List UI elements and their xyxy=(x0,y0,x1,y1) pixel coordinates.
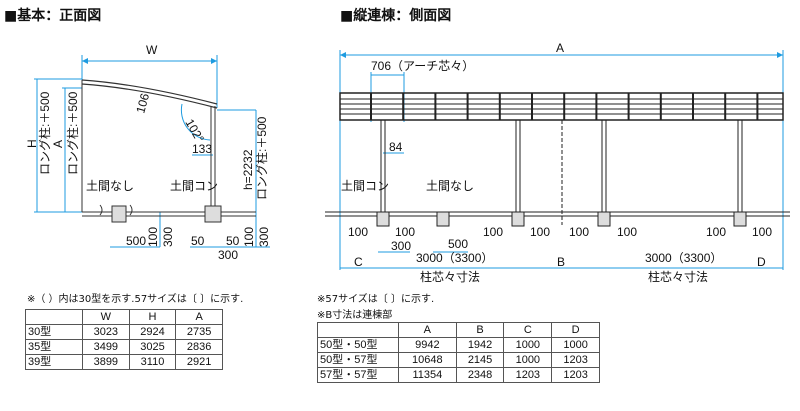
side-view-title: ■縦連棟：側面図 xyxy=(340,8,452,24)
table1-note: ※（ ）内は30型を示す.57サイズは〔 〕に示す. xyxy=(27,294,244,305)
table2-note-1: ※57サイズは〔 〕に示す. xyxy=(317,294,435,305)
svg-text:100: 100 xyxy=(483,225,503,239)
dim-300-right: 300 xyxy=(257,227,271,247)
dim-50-left: 50 xyxy=(191,234,205,248)
svg-text:100: 100 xyxy=(706,225,726,239)
svg-text:100: 100 xyxy=(395,225,415,239)
svg-text:100: 100 xyxy=(617,225,637,239)
dim-span-1: 3000（3300） xyxy=(416,251,493,265)
dim-long-post-1: ロング柱:＋500 xyxy=(37,91,52,175)
front-dimension-lines xyxy=(34,55,270,248)
svg-text:100: 100 xyxy=(569,225,589,239)
dim-A-total: A xyxy=(556,41,564,55)
label-post-pitch-1: 柱芯々寸法 xyxy=(420,269,480,284)
dim-500: 500 xyxy=(448,237,468,251)
svg-text:100: 100 xyxy=(530,225,550,239)
dim-300-bottom: 300 xyxy=(218,248,238,262)
label-slab: 土間コン xyxy=(341,179,389,193)
dim-500: 500 xyxy=(126,234,146,248)
dim-long-post-2: ロング柱:＋500 xyxy=(65,91,80,175)
label-post-pitch-2: 柱芯々寸法 xyxy=(648,269,708,284)
dim-h: h=2232 xyxy=(241,149,255,190)
dim-B: B xyxy=(557,255,565,269)
side-dimension-lines xyxy=(339,50,784,270)
dim-133: 133 xyxy=(192,142,212,156)
dim-100: 100 xyxy=(146,227,160,247)
dim-arch-pitch: 706（アーチ芯々） xyxy=(371,59,474,73)
svg-text:100: 100 xyxy=(348,225,368,239)
dim-D: D xyxy=(757,255,766,269)
front-view-title: ■基本：正面図 xyxy=(4,8,102,24)
carport-front-frame xyxy=(81,79,256,223)
dim-106: 106 xyxy=(133,91,152,114)
dim-300: 300 xyxy=(161,227,175,247)
clearance-100-labels: 100 100 100 100 100 100 100 100 xyxy=(348,225,772,239)
dim-300: 300 xyxy=(391,239,411,253)
side-view-drawing: A 706（アーチ芯々） 84 土間コン 土間なし 100 100 100 100 … xyxy=(325,41,790,284)
front-view-drawing: H ロング柱:＋500 A ロング柱:＋500 W h=2232 ロング柱:＋5… xyxy=(25,43,271,262)
carport-side-frame xyxy=(325,92,790,227)
dim-span-2: 3000（3300） xyxy=(645,251,722,265)
label-no-slab: 土間なし xyxy=(426,179,474,193)
dim-50-right: 50 xyxy=(226,234,240,248)
dim-C: C xyxy=(354,255,363,269)
dim-H: H xyxy=(25,139,39,148)
dim-100-right: 100 xyxy=(242,227,256,247)
dim-A: A xyxy=(51,140,65,148)
dim-W: W xyxy=(146,43,158,57)
dim-84: 84 xyxy=(389,140,403,154)
table2-note-2: ※B寸法は連棟部 xyxy=(317,310,393,321)
dim-long-post-3: ロング柱:＋500 xyxy=(254,116,269,200)
svg-text:100: 100 xyxy=(752,225,772,239)
label-slab: 土間コン xyxy=(170,179,218,193)
label-no-slab: 土間なし xyxy=(86,179,134,193)
